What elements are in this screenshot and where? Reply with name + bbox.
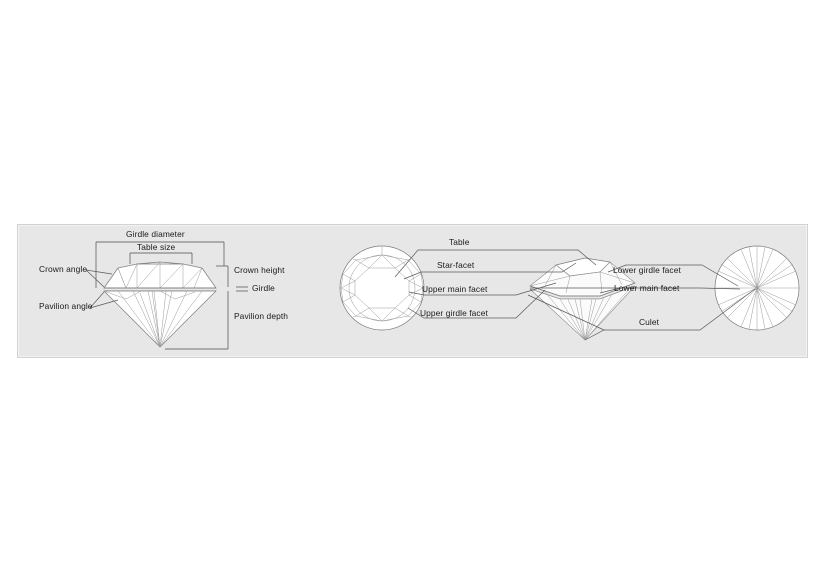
pavilion-depth-bracket xyxy=(165,291,229,350)
label-girdle-diameter: Girdle diameter xyxy=(126,229,185,239)
label-upper-girdle-facet: Upper girdle facet xyxy=(420,308,488,318)
label-girdle: Girdle xyxy=(252,283,275,293)
pavilion-view-leaders xyxy=(527,264,756,341)
label-table-size: Table size xyxy=(137,242,176,252)
label-crown-height: Crown height xyxy=(234,265,285,275)
girdle-diameter-bracket xyxy=(95,241,225,288)
perspective-diamond xyxy=(529,257,636,341)
label-star-facet: Star-facet xyxy=(437,260,475,270)
label-culet: Culet xyxy=(639,317,660,327)
pavilion-angle-leader xyxy=(89,291,119,309)
girdle-marker xyxy=(236,286,248,292)
table-size-bracket xyxy=(129,252,193,264)
label-pavilion-depth: Pavilion depth xyxy=(234,311,289,321)
crown-height-bracket xyxy=(216,265,229,287)
pavilion-view-diamond xyxy=(714,245,800,331)
crown-angle-leader xyxy=(85,269,113,288)
crown-view-diamond xyxy=(339,245,425,331)
label-lower-girdle-facet: Lower girdle facet xyxy=(613,265,681,275)
label-table: Table xyxy=(449,237,470,247)
label-upper-main-facet: Upper main facet xyxy=(422,284,488,294)
label-pavilion-angle: Pavilion angle xyxy=(39,301,93,311)
crown-view-leaders xyxy=(394,249,597,319)
profile-diamond xyxy=(85,241,248,350)
label-lower-main-facet: Lower main facet xyxy=(614,283,680,293)
label-crown-angle: Crown angle xyxy=(39,264,88,274)
